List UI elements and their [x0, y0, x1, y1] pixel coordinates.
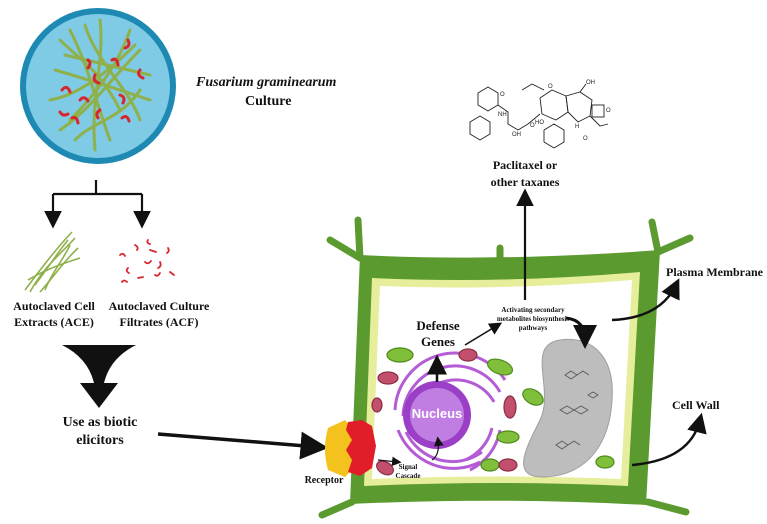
receptor-label: Receptor — [304, 475, 344, 486]
svg-text:O: O — [583, 136, 588, 142]
plant-cell — [318, 188, 694, 519]
cell-wall-extensions — [318, 216, 694, 519]
svg-text:HO: HO — [535, 120, 544, 126]
svg-text:O: O — [530, 123, 535, 129]
elicitor-label-line1: Use as biotic — [62, 415, 138, 430]
culture-word-label: Culture — [245, 94, 292, 109]
defense-genes-line1: Defense — [416, 318, 460, 333]
paclitaxel-structure-icon — [469, 83, 609, 149]
product-label-line2: other taxanes — [490, 175, 560, 189]
plasma-membrane-arrow — [611, 278, 680, 322]
pathway-arrow — [464, 322, 503, 346]
culture-name-label: Fusarium graminearum — [196, 75, 337, 90]
paclitaxel-atom-labels: O NH OH O O OH HO H O O — [498, 80, 611, 142]
pathway-label-line1: Activating secondary — [501, 306, 565, 314]
ace-hyphae-icon — [24, 231, 81, 293]
pathway-label-line3: pathways — [518, 324, 548, 332]
svg-text:O: O — [548, 84, 553, 90]
svg-text:H: H — [575, 124, 579, 130]
nucleus-label: Nucleus — [411, 406, 463, 421]
fungal-spores — [58, 38, 145, 125]
elicitor-arrow — [157, 431, 329, 460]
cell-wall-label: Cell Wall — [672, 398, 720, 412]
cell-wall-arrow — [631, 412, 707, 467]
merge-arrow-icon — [62, 345, 136, 408]
vacuole-arrow — [565, 316, 597, 349]
elicitor-label-line2: elicitors — [76, 433, 124, 448]
branch-arrows — [44, 180, 151, 229]
receptor-icon — [325, 420, 376, 477]
acf-label-line1: Autoclaved Culture — [108, 299, 210, 313]
ace-label-line1: Autoclaved Cell — [13, 299, 95, 313]
mitochondria — [371, 348, 518, 476]
vacuole-taxane-structures — [555, 370, 599, 450]
svg-text:OH: OH — [586, 80, 595, 86]
svg-text:OH: OH — [512, 132, 521, 138]
defense-genes-line2: Genes — [421, 334, 455, 349]
product-label-line1: Paclitaxel or — [492, 158, 558, 172]
svg-text:NH: NH — [498, 112, 507, 118]
svg-text:O: O — [606, 108, 611, 114]
svg-text:O: O — [500, 92, 505, 98]
acf-fragments-icon — [119, 239, 175, 283]
nucleolus — [410, 388, 464, 442]
ace-label-line2: Extracts (ACE) — [14, 315, 94, 329]
pathway-label-line2: metabolites biosynthesis — [496, 315, 570, 323]
signal-cascade-line2: Cascade — [395, 472, 421, 480]
acf-label-line2: Filtrates (ACF) — [119, 315, 199, 329]
signal-cascade-line1: Signal — [398, 463, 418, 471]
signal-arrows — [377, 436, 444, 467]
petri-dish — [20, 8, 176, 164]
vacuole — [523, 338, 613, 478]
plasma-membrane-label: Plasma Membrane — [666, 265, 763, 279]
